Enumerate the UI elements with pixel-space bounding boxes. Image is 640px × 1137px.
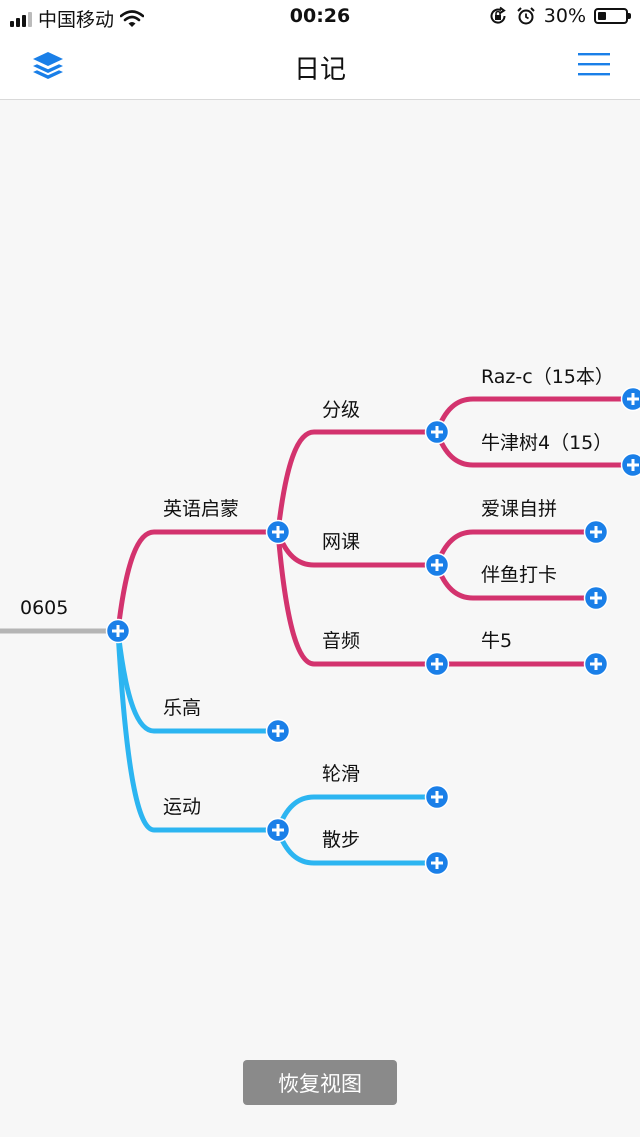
plus-icon	[431, 658, 443, 670]
expand-button-aike[interactable]	[583, 519, 609, 545]
expand-button-raz[interactable]	[620, 386, 640, 412]
carrier-name: 中国移动	[38, 9, 115, 31]
edge-english	[115, 529, 281, 634]
status-bar: 中国移动 00:26 30%	[0, 0, 640, 34]
node-label-aike[interactable]: 爱课自拼	[481, 498, 558, 520]
plus-icon	[590, 526, 602, 538]
expand-button-banyu[interactable]	[583, 585, 609, 611]
alarm-icon	[517, 7, 535, 25]
battery-percent: 30%	[543, 5, 586, 27]
expand-button-oxford[interactable]	[620, 452, 640, 478]
node-label-skating[interactable]: 轮滑	[322, 763, 361, 785]
edge-raz	[434, 396, 636, 435]
status-right: 30%	[488, 5, 631, 27]
expand-button-english[interactable]	[265, 519, 291, 545]
layers-icon	[33, 52, 63, 79]
expand-button-grading[interactable]	[424, 419, 450, 445]
expand-button-online[interactable]	[424, 552, 450, 578]
plus-icon	[431, 857, 443, 869]
plus-icon	[272, 725, 284, 737]
edge-sports	[115, 628, 281, 833]
node-label-english[interactable]: 英语启蒙	[163, 498, 240, 520]
status-time: 00:26	[289, 5, 351, 27]
node-label-root[interactable]: 0605	[20, 597, 69, 619]
plus-icon	[627, 393, 639, 405]
node-label-online[interactable]: 网课	[322, 531, 361, 553]
expand-button-niu5[interactable]	[583, 651, 609, 677]
edge-skating	[275, 794, 440, 833]
node-label-banyu[interactable]: 伴鱼打卡	[481, 564, 558, 586]
expand-button-skating[interactable]	[424, 784, 450, 810]
node-label-walking[interactable]: 散步	[322, 829, 361, 851]
edge-aike	[434, 529, 599, 568]
expand-button-sports[interactable]	[265, 817, 291, 843]
battery-icon	[594, 8, 631, 24]
node-label-audio[interactable]: 音频	[322, 630, 361, 652]
edge-grading	[275, 429, 440, 535]
node-label-niu5[interactable]: 牛5	[481, 630, 513, 652]
expand-button-walking[interactable]	[424, 850, 450, 876]
expand-button-root[interactable]	[105, 618, 131, 644]
expand-button-lego[interactable]	[265, 718, 291, 744]
plus-icon	[431, 559, 443, 571]
node-label-raz[interactable]: Raz-c（15本）	[481, 366, 614, 388]
signal-icon	[10, 11, 32, 27]
battery-fill	[598, 12, 606, 20]
node-label-oxford[interactable]: 牛津树4（15）	[481, 432, 613, 454]
app-header: 日记	[0, 34, 640, 100]
plus-icon	[590, 658, 602, 670]
plus-icon	[431, 426, 443, 438]
node-label-sports[interactable]: 运动	[163, 796, 202, 818]
plus-icon	[431, 791, 443, 803]
node-label-grading[interactable]: 分级	[322, 399, 361, 421]
battery-cap	[628, 13, 631, 19]
restore-view-button[interactable]: 恢复视图	[243, 1060, 397, 1105]
plus-icon	[590, 592, 602, 604]
plus-icon	[627, 459, 639, 471]
mindmap-edges	[0, 386, 640, 876]
menu-button[interactable]	[578, 49, 612, 79]
status-left: 中国移动	[10, 5, 145, 32]
node-label-lego[interactable]: 乐高	[163, 697, 202, 719]
layers-button[interactable]	[28, 48, 68, 84]
expand-button-audio[interactable]	[424, 651, 450, 677]
plus-icon	[112, 625, 124, 637]
wifi-icon	[120, 9, 145, 27]
edge-audio	[275, 529, 440, 667]
plus-icon	[272, 824, 284, 836]
hamburger-menu-icon	[578, 53, 610, 76]
page-title: 日记	[293, 55, 346, 85]
rotation-lock-icon	[490, 6, 506, 24]
mindmap-canvas[interactable]: 0605 英语启蒙 分级 Raz-c（15本） 牛津树4（15） 网课 爱课自拼伴鱼打卡音频…	[0, 100, 640, 1137]
plus-icon	[272, 526, 284, 538]
